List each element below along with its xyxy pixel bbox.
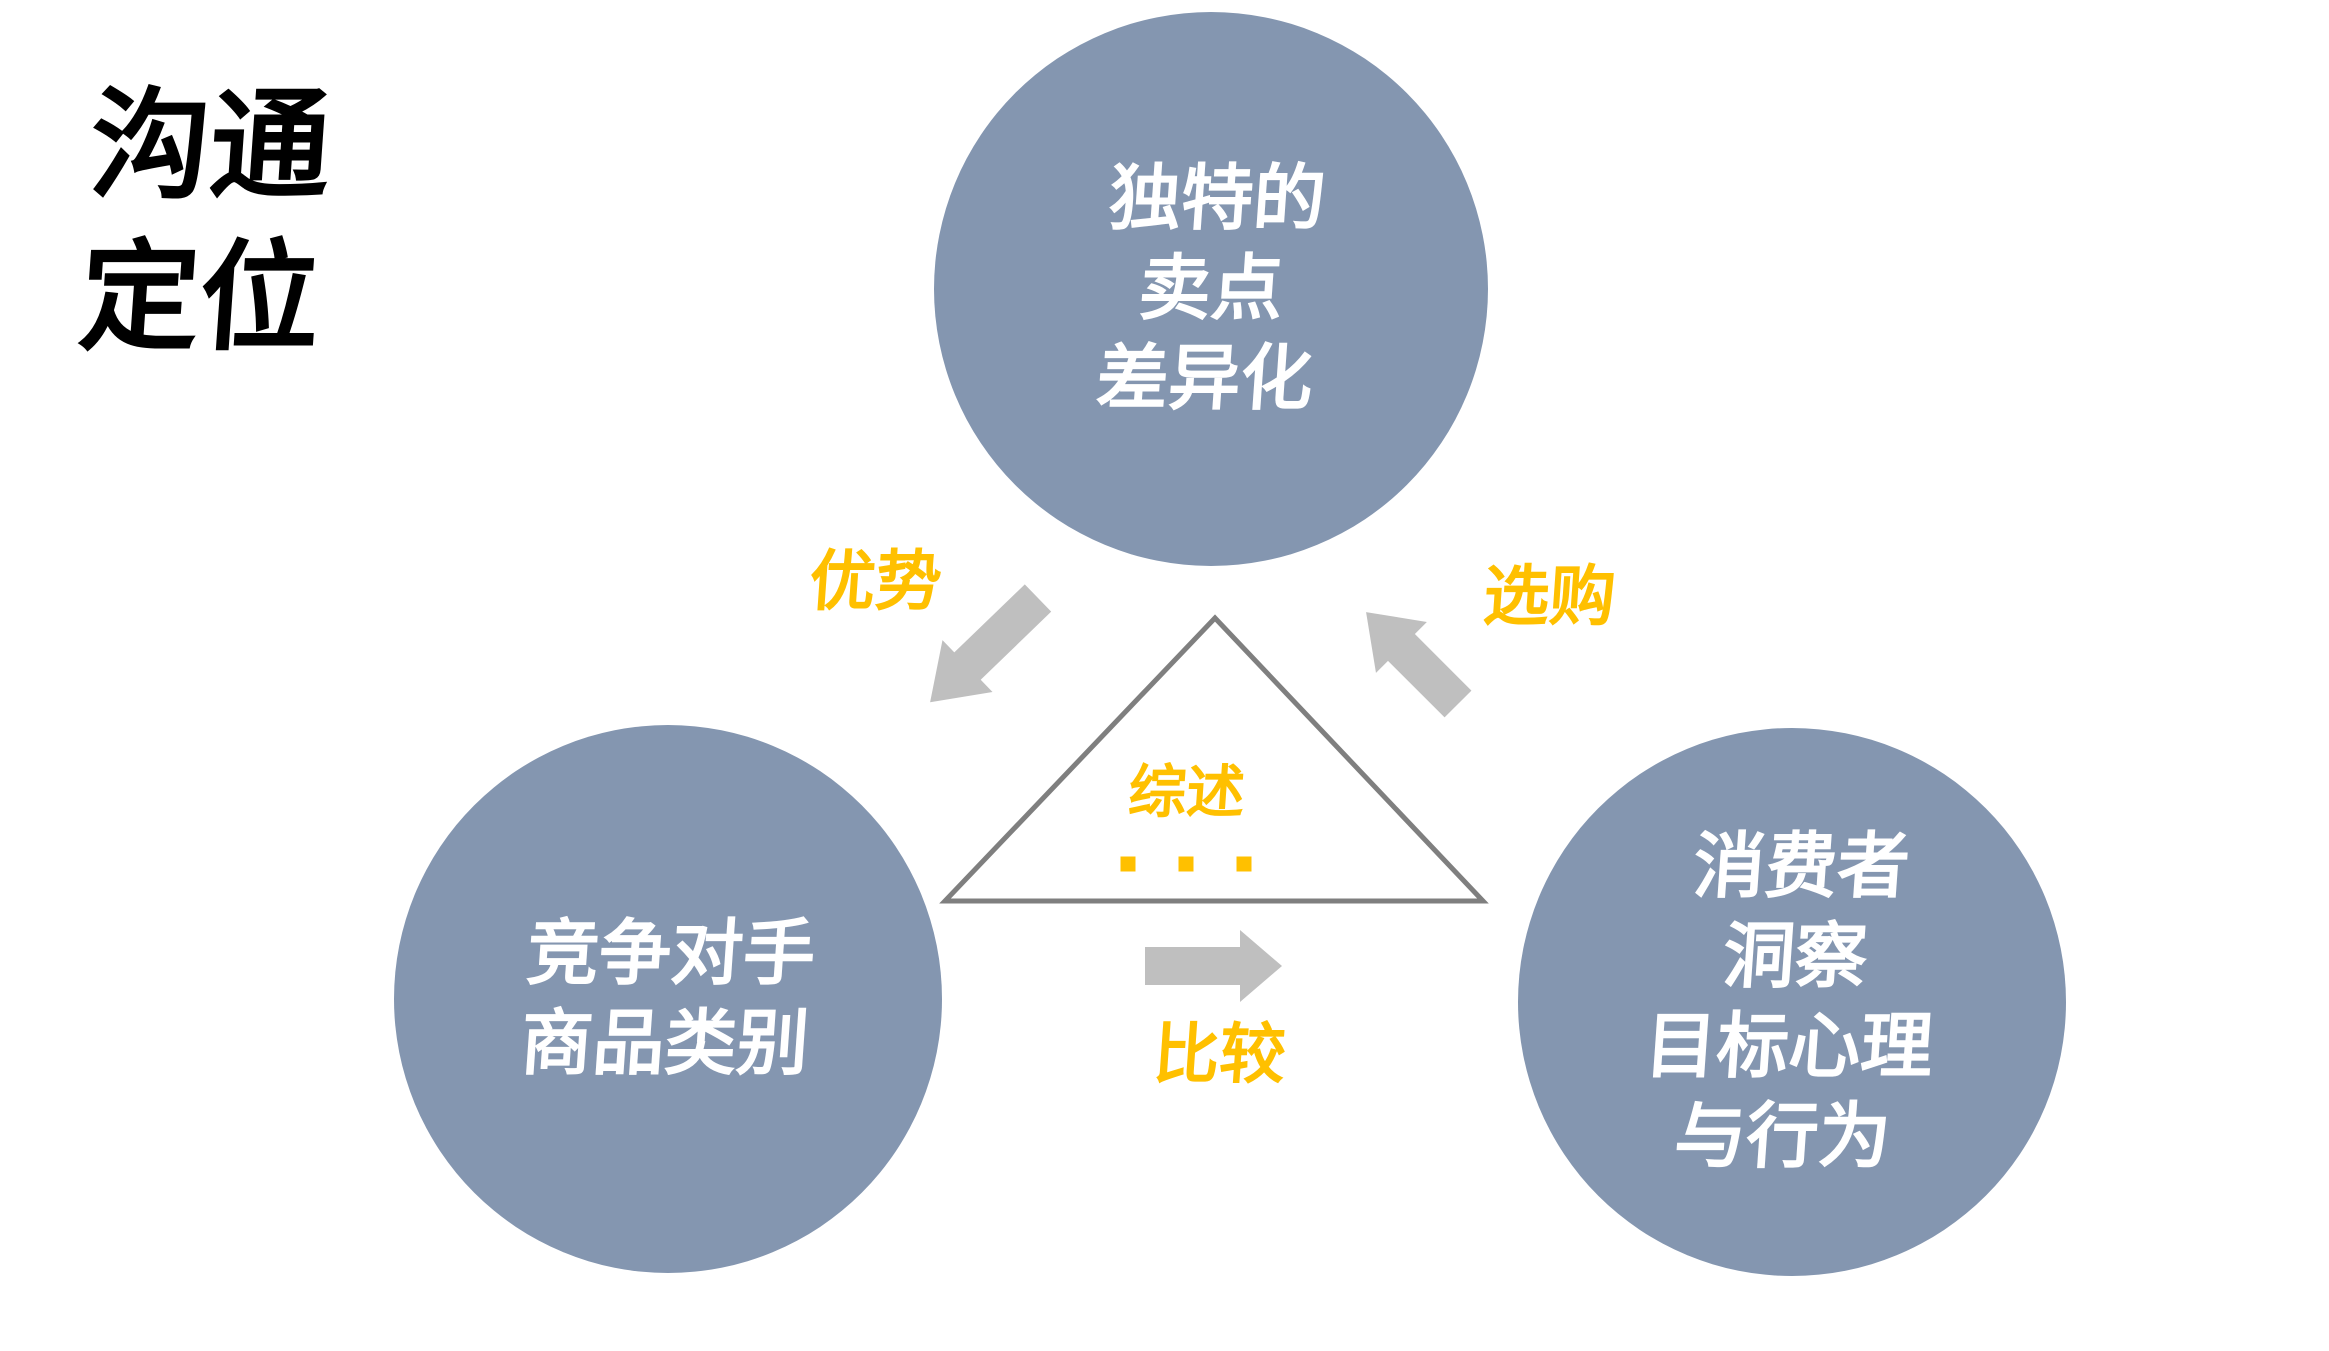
circle-competitors: 竞争对手 商品类别	[394, 725, 942, 1273]
circle-text-line: 与行为	[1671, 1097, 1894, 1177]
circle-text-line: 差异化	[1093, 339, 1316, 419]
arrow-purchase-up-left-icon	[1366, 612, 1472, 718]
circle-text-line: 竞争对手	[524, 914, 818, 994]
label-compare: 比较	[1151, 1017, 1289, 1091]
ellipsis-dot-icon	[1120, 856, 1136, 872]
arrow-compare-right-icon	[1145, 930, 1282, 1002]
page-title: 沟通 定位	[74, 70, 335, 374]
ellipsis-dot-icon	[1178, 856, 1194, 872]
circle-consumer-insight-text: 消费者 洞察 目标心理 与行为	[1635, 822, 1948, 1182]
label-purchase: 选购	[1481, 559, 1619, 633]
circle-text-line: 洞察	[1720, 917, 1870, 997]
circle-unique-selling-point: 独特的 卖点 差异化	[934, 12, 1488, 566]
circle-competitors-text: 竞争对手 商品类别	[518, 909, 819, 1089]
label-advantage: 优势	[807, 544, 945, 618]
circle-text-line: 商品类别	[518, 1004, 812, 1084]
circle-text-line: 消费者	[1690, 827, 1913, 907]
ellipsis-dot-icon	[1236, 856, 1252, 872]
label-overview: 综述	[1126, 760, 1247, 825]
circle-consumer-insight: 消费者 洞察 目标心理 与行为	[1518, 728, 2066, 1276]
circle-text-line: 目标心理	[1642, 1007, 1936, 1087]
circle-text-line: 独特的	[1106, 159, 1329, 239]
page-title-line-1: 沟通	[85, 79, 335, 213]
circle-text-line: 卖点	[1136, 249, 1286, 329]
circle-unique-selling-point-text: 独特的 卖点 差异化	[1094, 154, 1329, 424]
overview-ellipsis-dots	[1120, 856, 1252, 872]
page-title-line-2: 定位	[75, 231, 325, 365]
